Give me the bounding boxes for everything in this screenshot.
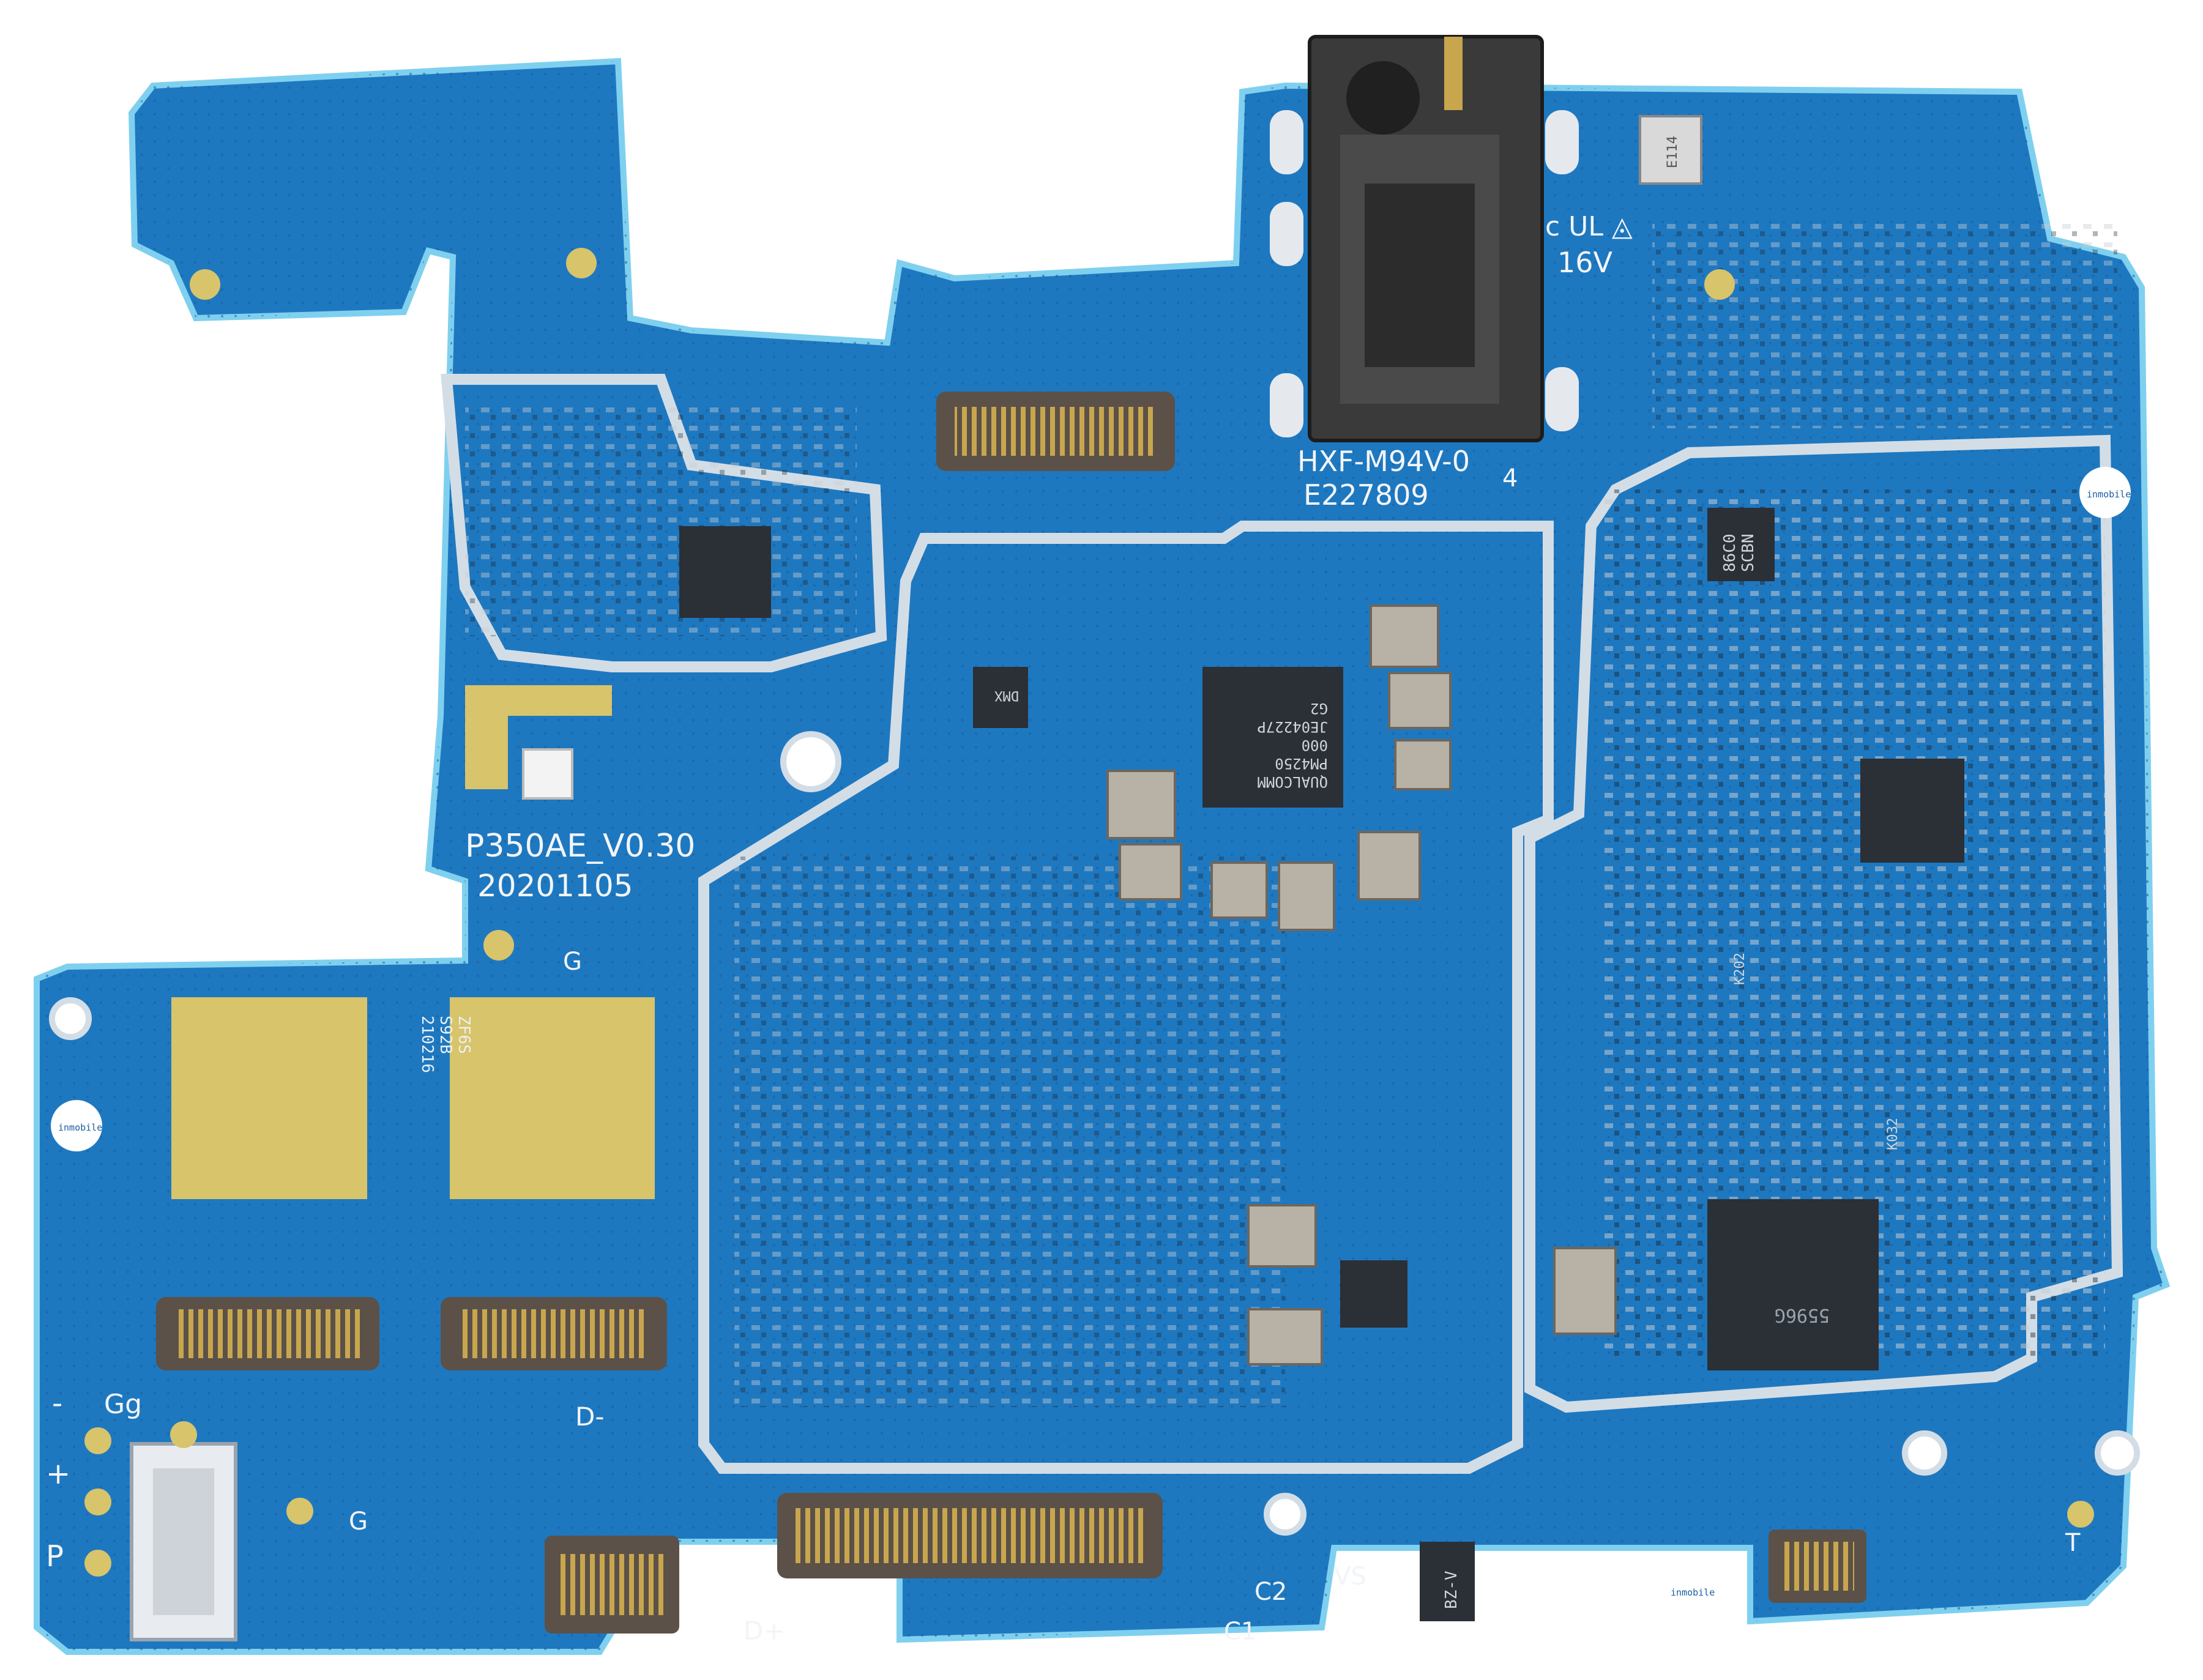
silk-g-top: G: [563, 948, 582, 976]
mounting-holes: [49, 731, 2140, 1536]
silk-ul-mark: c UL ◬: [1545, 211, 1633, 242]
svg-text:210216: 210216: [418, 1016, 436, 1073]
svg-text:ZF6S: ZF6S: [455, 1016, 473, 1054]
fpc-connector-left-1: [156, 1297, 379, 1370]
silk-minus: -: [52, 1386, 62, 1421]
silk-gg: Gg: [104, 1389, 142, 1420]
k202-marking: K202: [1732, 953, 1748, 985]
svg-text:PM4250: PM4250: [1275, 755, 1328, 772]
shield-frame-right: [1524, 434, 2123, 1413]
inductors: [1106, 604, 1617, 1366]
transceiver-chip: [1860, 759, 1964, 863]
small-chip-dmx: [973, 667, 1028, 728]
svg-text:QUALCOMM: QUALCOMM: [1257, 773, 1328, 790]
watermark-logo-3: inmobile: [1663, 1565, 1715, 1616]
silk-voltage: 16V: [1557, 246, 1613, 279]
gold-pad-memory-right: [450, 997, 655, 1199]
pmic-marking: QUALCOMM PM4250 000 JE04227P G2: [1257, 700, 1328, 790]
bz-diode: [1420, 1542, 1475, 1621]
svg-text:inmobile: inmobile: [1671, 1587, 1715, 1598]
jack-mount-pads: [1270, 110, 1579, 437]
silk-ul-number: E227809: [1303, 478, 1429, 511]
white-component: [522, 748, 573, 800]
svg-text:G2: G2: [1310, 700, 1328, 717]
silk-c2: C2: [1254, 1578, 1287, 1606]
component-field-topleft: [465, 404, 857, 636]
silk-model: P350AE_V0.30: [465, 828, 695, 864]
small-chip-center: [1340, 1260, 1407, 1328]
shield-frame-center: [698, 521, 1554, 1474]
svg-text:SCBN: SCBN: [1739, 533, 1758, 572]
svg-text:000: 000: [1302, 737, 1328, 754]
silk-d-minus: D-: [575, 1402, 605, 1432]
silk-d-plus: D+: [744, 1616, 785, 1646]
svg-text:inmobile: inmobile: [2087, 489, 2131, 500]
silk-ul-suffix: 4: [1502, 464, 1518, 492]
gold-test-pads: [84, 248, 2094, 1577]
component-field-topright: [1652, 220, 2117, 428]
silk-jack-model: HXF-M94V-0: [1297, 445, 1470, 478]
headphone-jack: [1308, 35, 1544, 442]
svg-text:S92B: S92B: [436, 1016, 455, 1054]
k032-marking: K032: [1885, 1118, 1901, 1150]
svg-text:JE04227P: JE04227P: [1257, 718, 1328, 735]
dmx-marking: DMX: [994, 688, 1019, 703]
gold-pad-antenna: [465, 685, 612, 789]
fpc-connector-left-2: [441, 1297, 667, 1370]
fpc-connector-top: [936, 392, 1175, 471]
gold-pad-memory-left: [171, 997, 367, 1199]
rf-chip-marking: 5596G: [1775, 1304, 1830, 1326]
silk-plus: +: [46, 1457, 70, 1491]
silk-p: P: [46, 1539, 64, 1574]
silk-date: 20201105: [477, 868, 633, 904]
rf-top-chip: [1707, 508, 1775, 581]
component-field-center: [734, 857, 1285, 1407]
silk-c1: C1: [1224, 1618, 1256, 1646]
fpc-connector-bottom: [777, 1493, 1163, 1578]
silk-g-bottom: G: [349, 1507, 368, 1536]
watermark-logo-1: inmobile: [51, 1100, 102, 1151]
memory-marking: ZF6S S92B 210216: [418, 1016, 473, 1073]
small-connector-bottom-right: [1769, 1529, 1866, 1603]
battery-connector: [130, 1442, 237, 1641]
crystal-marking: E114: [1665, 136, 1680, 168]
fpc-connector-bottom-small: [545, 1536, 679, 1634]
small-chip-topleft: [679, 526, 771, 618]
silk-t: T: [2065, 1529, 2081, 1557]
silk-vs: VS: [1334, 1563, 1366, 1591]
svg-text:86C0: 86C0: [1721, 533, 1739, 572]
pmic-chip: [1202, 667, 1343, 808]
watermark-logo-2: inmobile: [2079, 467, 2131, 518]
bz-marking: BZ-V: [1442, 1570, 1461, 1609]
rf-chip-large: [1707, 1199, 1879, 1370]
svg-text:inmobile: inmobile: [58, 1122, 102, 1133]
crystal: [1639, 115, 1702, 185]
rf-top-chip-marking: 86C0 SCBN: [1721, 533, 1758, 572]
